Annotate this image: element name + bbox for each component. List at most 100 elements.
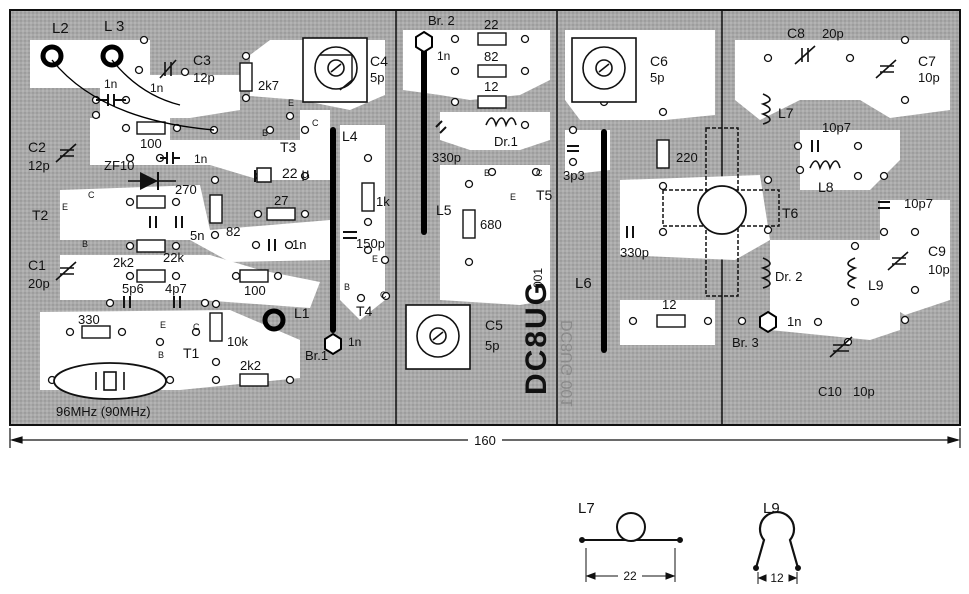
label-l6: L6 xyxy=(575,275,592,292)
label-l9: L9 xyxy=(868,277,884,293)
board-number: 001 xyxy=(531,268,545,288)
label-c1: C1 xyxy=(28,257,46,273)
label-c8v: 20p xyxy=(822,26,844,41)
pin-label-c: C xyxy=(88,190,95,200)
label-r12b: 12 xyxy=(662,297,676,312)
label-br2c: 1n xyxy=(437,49,450,63)
l7-detail xyxy=(579,512,683,582)
pin-label-b: B xyxy=(82,239,88,249)
label-c5p6: 5p6 xyxy=(122,281,144,296)
l9-detail-title: L9 xyxy=(763,500,780,517)
label-br1: Br.1 xyxy=(305,348,328,363)
pin-label-e: E xyxy=(160,320,166,330)
label-r10k: 10k xyxy=(227,334,248,349)
pin-label-c: C xyxy=(536,168,543,178)
pin-label-e: E xyxy=(510,192,516,202)
pin-label-c: C xyxy=(380,290,387,300)
rotary-trimmer-c5 xyxy=(405,304,471,370)
label-r2k7: 2k7 xyxy=(258,78,279,93)
board-name: DC8UG xyxy=(520,280,553,395)
label-r1k: 1k xyxy=(376,194,390,209)
board-mirror-text: DC8UG 001 xyxy=(559,320,576,407)
label-c5v: 5p xyxy=(485,338,499,353)
label-l4: L4 xyxy=(342,128,358,144)
label-r330: 330 xyxy=(78,312,100,327)
label-c1n2: 1n xyxy=(150,81,163,95)
label-r2k2a: 2k2 xyxy=(113,255,134,270)
label-dr1: Dr.1 xyxy=(494,134,518,149)
label-t2: T2 xyxy=(32,207,49,223)
pin-label-c: C xyxy=(312,118,319,128)
label-r12a: 12 xyxy=(484,79,498,94)
crystal xyxy=(53,362,167,400)
label-br3: Br. 3 xyxy=(732,335,759,350)
resistors xyxy=(81,32,686,387)
trimmer-capacitors xyxy=(55,45,909,358)
label-zf10: ZF10 xyxy=(104,158,134,173)
label-c10p7b: 10p7 xyxy=(904,196,933,211)
label-c3v: 12p xyxy=(193,70,215,85)
l7-detail-dim: 22 xyxy=(623,569,637,583)
label-c10p7a: 10p7 xyxy=(822,120,851,135)
coils xyxy=(485,93,858,289)
label-c330b: 330p xyxy=(620,245,649,260)
label-c7: C7 xyxy=(918,53,936,69)
label-c4v: 5p xyxy=(370,70,384,85)
label-c6v: 5p xyxy=(650,70,664,85)
label-l5: L5 xyxy=(436,202,452,218)
label-t1: T1 xyxy=(183,345,200,361)
bridge-pads xyxy=(324,30,777,356)
label-c5n: 5n xyxy=(190,228,204,243)
transistor-t6 xyxy=(662,127,780,297)
inductor-bars xyxy=(330,42,607,353)
l9-detail-dim: 12 xyxy=(770,571,784,585)
label-br3c: 1n xyxy=(787,314,801,329)
label-xtal: 96MHz (90MHz) xyxy=(56,404,151,419)
label-c150p: 150p xyxy=(356,236,385,251)
label-c10: C10 xyxy=(818,384,842,399)
label-t5: T5 xyxy=(536,187,553,203)
label-c1n3: 1n xyxy=(194,152,207,166)
label-c330a: 330p xyxy=(432,150,461,165)
label-c4p7: 4p7 xyxy=(165,281,187,296)
label-r100a: 100 xyxy=(140,136,162,151)
label-r27: 27 xyxy=(274,193,288,208)
label-r82a: 82 xyxy=(484,49,498,64)
dimension-label: 160 xyxy=(474,433,496,448)
pin-label-e: E xyxy=(372,254,378,264)
label-r100b: 100 xyxy=(244,283,266,298)
solder-pads xyxy=(47,34,920,385)
rotary-trimmer-c4 xyxy=(302,37,368,103)
label-c1n1: 1n xyxy=(104,77,117,91)
pin-label-b: B xyxy=(158,350,164,360)
l9-detail xyxy=(753,511,801,584)
pin-label-e: E xyxy=(62,202,68,212)
label-dr2: Dr. 2 xyxy=(775,269,802,284)
label-c9v: 10p xyxy=(928,262,950,277)
rotary-trimmer-c6 xyxy=(571,37,637,103)
label-t4: T4 xyxy=(356,303,373,319)
label-r22k: 22k xyxy=(163,250,184,265)
label-c1v: 20p xyxy=(28,276,50,291)
pin-label-b: B xyxy=(344,282,350,292)
pin-label-b: B xyxy=(484,168,490,178)
label-l7: L7 xyxy=(778,105,794,121)
label-c1nm: 1n xyxy=(292,237,306,252)
label-r82b: 82 xyxy=(226,224,240,239)
label-c2: C2 xyxy=(28,139,46,155)
label-c7v: 10p xyxy=(918,70,940,85)
pin-label-b: B xyxy=(262,128,268,138)
label-l8: L8 xyxy=(818,179,834,195)
capacitors xyxy=(96,94,890,308)
label-c8: C8 xyxy=(787,25,805,41)
label-br1c: 1n xyxy=(348,335,361,349)
label-br2: Br. 2 xyxy=(428,13,455,28)
zener-diode xyxy=(128,172,176,190)
label-l1: L1 xyxy=(294,305,310,321)
label-c9: C9 xyxy=(928,243,946,259)
pin-label-e: E xyxy=(288,98,294,108)
dimension-160 xyxy=(9,428,961,448)
l7-detail-title: L7 xyxy=(578,500,595,517)
